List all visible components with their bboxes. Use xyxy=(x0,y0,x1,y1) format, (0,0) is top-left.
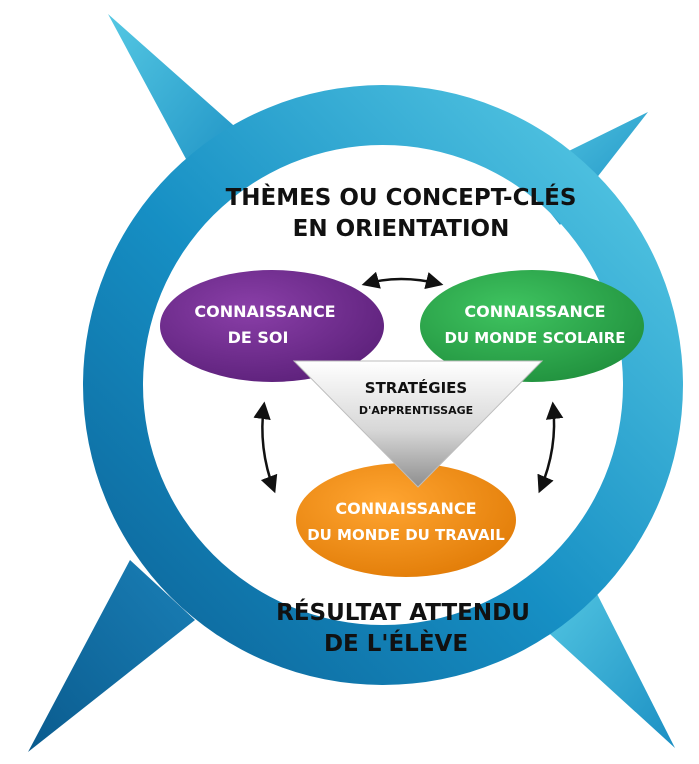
result-line2: DE L'ÉLÈVE xyxy=(324,629,468,657)
diagram-title-line1: THÈMES OU CONCEPT-CLÉS xyxy=(226,183,577,211)
arrow-school-work xyxy=(537,401,564,494)
node-work-ellipse xyxy=(296,463,516,577)
node-school-ellipse xyxy=(420,270,644,382)
arrow-self-school xyxy=(361,271,444,290)
compass-spike-bottom-right xyxy=(540,580,675,748)
center-triangle xyxy=(292,360,544,488)
node-work-line2: DU MONDE DU TRAVAIL xyxy=(307,526,505,544)
node-work-line1: CONNAISSANCE xyxy=(335,499,476,518)
center-label-line2: D'APPRENTISSAGE xyxy=(359,404,473,417)
node-school-line1: CONNAISSANCE xyxy=(464,302,605,321)
diagram-title-line2: EN ORIENTATION xyxy=(293,216,510,242)
compass-spike-bottom-left xyxy=(28,560,195,752)
node-self-line1: CONNAISSANCE xyxy=(194,302,335,321)
node-school-line2: DU MONDE SCOLAIRE xyxy=(444,329,625,347)
node-self-ellipse xyxy=(160,270,384,382)
node-self-line2: DE SOI xyxy=(228,328,289,347)
result-line1: RÉSULTAT ATTENDU xyxy=(276,598,530,626)
arrow-self-work xyxy=(253,401,278,494)
center-label-line1: STRATÉGIES xyxy=(365,378,467,397)
